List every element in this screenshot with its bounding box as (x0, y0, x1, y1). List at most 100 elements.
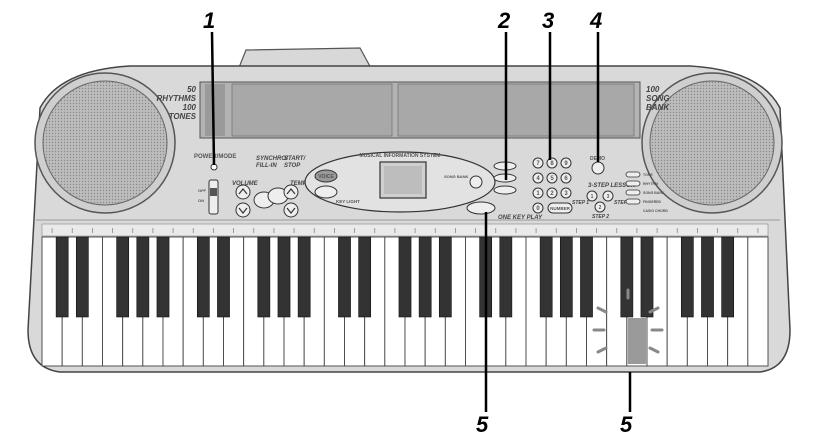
piano-keys (41, 236, 769, 367)
mis-title: MUSICAL INFORMATION SYSTEM (360, 153, 441, 159)
keypad-key-9[interactable] (560, 157, 572, 169)
black-key[interactable] (539, 236, 553, 318)
rhythms-count: 50 (187, 85, 196, 94)
volume-up-button[interactable] (235, 184, 251, 200)
right-label-5: CASIO CHORD (643, 209, 668, 213)
black-key[interactable] (398, 236, 412, 318)
black-key[interactable] (640, 236, 654, 318)
keypad-key-0[interactable] (532, 202, 544, 214)
step1-label: STEP 1 (572, 200, 589, 206)
songs-count: 100 (646, 85, 660, 94)
voice-button[interactable] (314, 169, 338, 183)
fill-in-label: FILL-IN (256, 163, 277, 169)
keypad-label-5: 5 (550, 176, 554, 182)
keypad-key-4[interactable] (532, 172, 544, 184)
mode-button-c[interactable] (493, 185, 517, 195)
songs-label-2: BANK (646, 103, 670, 112)
callout-3: 3 (542, 8, 554, 33)
black-key[interactable] (358, 236, 372, 318)
keypad-label-8: 8 (550, 161, 554, 167)
volume-label: VOLUME (232, 181, 259, 187)
demo-button[interactable] (591, 161, 605, 175)
black-key[interactable] (580, 236, 593, 318)
key-light-label: KEY LIGHT (336, 199, 360, 204)
mode-off-label: OFF (198, 188, 207, 193)
mode-indicator-3[interactable] (625, 189, 641, 196)
keypad-key-5[interactable] (546, 172, 558, 184)
keypad-key-7[interactable] (532, 157, 544, 169)
synchro-label: SYNCHRO/ (256, 156, 289, 162)
black-key[interactable] (721, 236, 735, 318)
black-key[interactable] (680, 236, 694, 318)
power-mode-label: POWER/MODE (194, 154, 236, 160)
lesson-num-2: 2 (599, 205, 602, 211)
black-key[interactable] (277, 236, 291, 318)
right-label-3: SONG BANK (643, 191, 665, 195)
right-label-4: FINGERED (643, 200, 662, 204)
black-key[interactable] (257, 236, 271, 318)
black-key[interactable] (297, 236, 311, 318)
black-key[interactable] (196, 236, 210, 318)
start-label: START/ (284, 156, 306, 162)
lesson-label: 3-STEP LESSON (588, 183, 636, 189)
black-key[interactable] (116, 236, 130, 318)
lesson-step2-button[interactable] (594, 201, 606, 213)
volume-down-button[interactable] (235, 202, 251, 218)
callout-1: 1 (203, 8, 215, 33)
keypad-key-2[interactable] (546, 187, 558, 199)
black-key[interactable] (156, 236, 170, 318)
black-key[interactable] (499, 236, 513, 318)
rhythms-label: RHYTHMS (156, 94, 196, 103)
keypad-label-2: 2 (550, 191, 554, 197)
mode-indicator-2[interactable] (625, 180, 641, 187)
number-button[interactable] (547, 202, 573, 214)
keypad-label-9: 9 (564, 161, 568, 167)
keypad-key-8[interactable] (546, 157, 558, 169)
key-light-button[interactable] (314, 185, 338, 199)
callout-2: 2 (497, 8, 511, 33)
black-key[interactable] (418, 236, 432, 318)
black-key[interactable] (55, 236, 69, 318)
song-bank-small: SONG BANK (444, 174, 469, 179)
black-key[interactable] (75, 236, 89, 318)
song-bank-button[interactable] (469, 175, 483, 189)
right-label-1: TONE (643, 173, 653, 177)
black-key[interactable] (559, 236, 573, 318)
black-key[interactable] (136, 236, 150, 318)
keypad-key-3[interactable] (560, 187, 572, 199)
numeric-keypad: 7 8 9 4 5 6 1 2 3 0 NUMBER (532, 157, 573, 214)
keypad-key-6[interactable] (560, 172, 572, 184)
tempo-down-button[interactable] (283, 202, 299, 218)
lesson-step3-button[interactable] (602, 190, 614, 202)
tones-count: 100 (183, 103, 197, 112)
white-key[interactable] (747, 236, 769, 367)
keypad-key-1[interactable] (532, 187, 544, 199)
lit-key[interactable] (627, 318, 646, 364)
key-name-strip (41, 223, 769, 237)
black-key[interactable] (217, 236, 230, 318)
keypad-label-7: 7 (536, 161, 540, 167)
mode-indicator-4[interactable] (625, 198, 641, 205)
keypad-label-4: 4 (536, 176, 540, 182)
one-key-play-label: ONE KEY PLAY (498, 215, 543, 221)
right-label-2: RHYTHM (643, 182, 658, 186)
lesson-num-1: 1 (591, 194, 594, 200)
voice-label: VOICE (318, 174, 334, 180)
lit-key-burst (592, 288, 664, 354)
callout-4: 4 (589, 8, 602, 33)
mode-indicator-1[interactable] (625, 171, 641, 178)
keypad-label-1: 1 (536, 191, 540, 197)
one-key-play-button[interactable] (466, 201, 496, 215)
lesson-step1-button[interactable] (586, 190, 598, 202)
stop-label: STOP (284, 163, 301, 169)
tempo-up-button[interactable] (283, 184, 299, 200)
black-key[interactable] (620, 236, 634, 318)
songs-label-1: SONG (646, 94, 670, 103)
power-mode-switch[interactable] (208, 179, 219, 215)
black-key[interactable] (438, 236, 452, 318)
black-key[interactable] (338, 236, 351, 318)
step3-label: STEP 3 (614, 200, 631, 206)
mode-on-label: ON (198, 198, 204, 203)
black-key[interactable] (701, 236, 714, 318)
